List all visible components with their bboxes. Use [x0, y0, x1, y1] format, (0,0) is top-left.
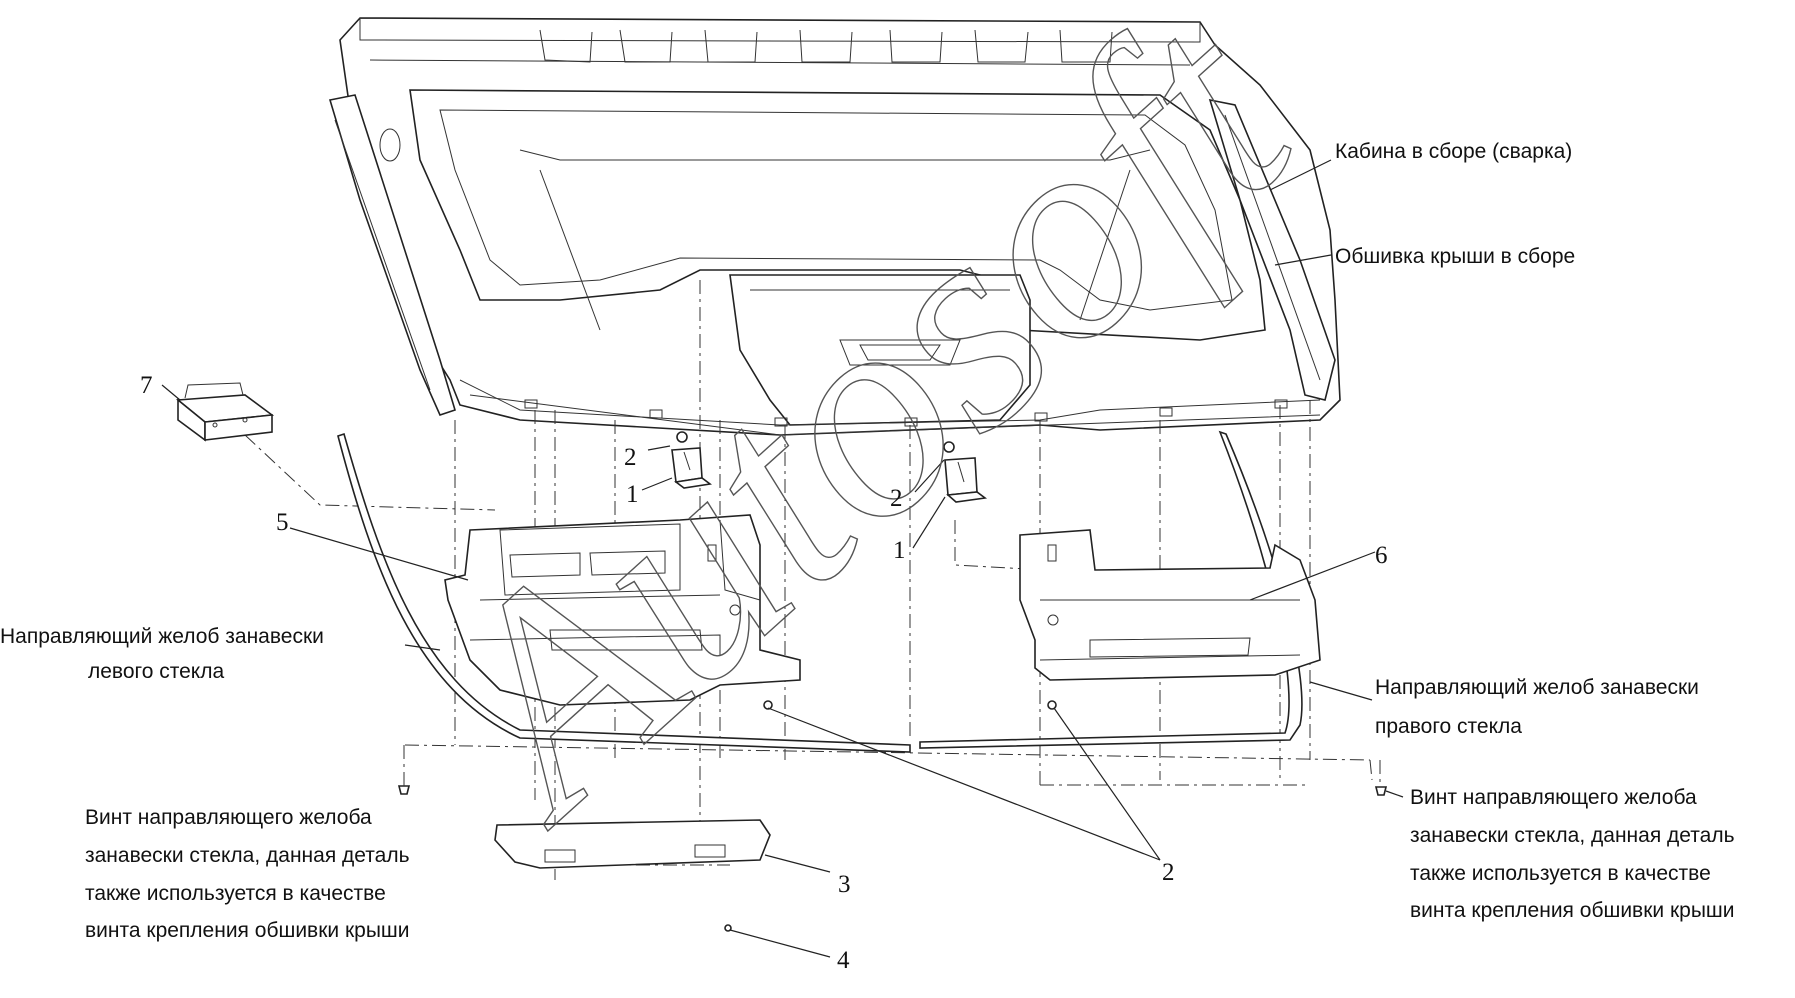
label-left-screw-2: занавески стекла, данная деталь	[85, 844, 410, 867]
label-right-screw-2: занавески стекла, данная деталь	[1410, 824, 1735, 847]
text-labels: Кабина в сборе (сварка) Обшивка крыши в …	[0, 140, 1735, 942]
label-right-screw-1: Винт направляющего желоба	[1410, 786, 1697, 809]
label-left-guide-2: левого стекла	[88, 660, 224, 683]
callout-1-right: 1	[893, 537, 906, 564]
part-2-screws	[676, 431, 1057, 710]
part-7-bracket	[175, 382, 275, 442]
label-right-screw-3: также используется в качестве	[1410, 862, 1711, 885]
label-left-guide-1: Направляющий желоб занавески	[0, 625, 324, 648]
part-5-left-panel	[444, 514, 801, 706]
part-1-clips	[671, 447, 988, 503]
label-left-screw-4: винта крепления обшивки крыши	[85, 919, 410, 942]
label-right-guide-1: Направляющий желоб занавески	[1375, 676, 1699, 699]
label-right-screw-4: винта крепления обшивки крыши	[1410, 899, 1735, 922]
part-4-screw	[724, 924, 732, 932]
callout-1-left: 1	[626, 481, 639, 508]
part-6-right-panel	[1019, 529, 1321, 681]
callout-7: 7	[140, 372, 153, 399]
label-roof-lining: Обшивка крыши в сборе	[1335, 245, 1575, 268]
leader-lines	[161, 159, 1404, 958]
callout-3: 3	[838, 871, 851, 898]
label-left-screw-3: также используется в качестве	[85, 882, 386, 905]
left-curtain-guide	[337, 432, 911, 753]
label-left-screw-1: Винт направляющего желоба	[85, 806, 372, 829]
callout-2-mid: 2	[890, 485, 903, 512]
label-right-guide-2: правого стекла	[1375, 715, 1522, 738]
label-cab-assembly: Кабина в сборе (сварка)	[1335, 140, 1572, 163]
callout-2-bottom: 2	[1162, 859, 1175, 886]
callout-numbers: 7 5 2 1 2 1 6 2 3 4	[140, 372, 1388, 974]
callout-2-left: 2	[624, 444, 637, 471]
callout-4: 4	[837, 947, 850, 974]
part-3-trim	[494, 819, 771, 869]
callout-6: 6	[1375, 542, 1388, 569]
cab-roof-assembly	[328, 17, 1341, 436]
guide-screws	[397, 745, 1388, 796]
callout-5: 5	[276, 509, 289, 536]
